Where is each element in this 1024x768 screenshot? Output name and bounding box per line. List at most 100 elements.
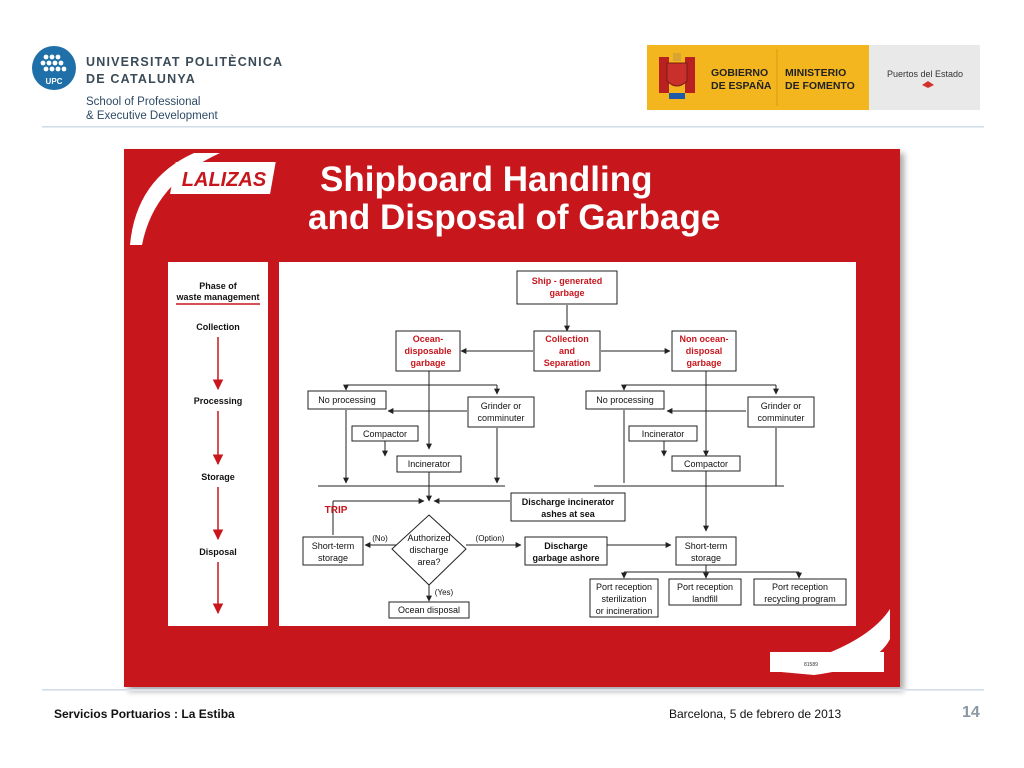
ministry-line1: MINISTERIO [785,67,846,79]
svg-text:or incineration: or incineration [596,606,653,616]
svg-text:81589: 81589 [804,662,818,668]
svg-text:Incinerator: Incinerator [408,459,451,469]
svg-text:Port reception: Port reception [772,582,828,592]
poster-title-line2: and Disposal of Garbage [308,198,720,237]
phase-processing: Processing [194,396,243,406]
node-ocean-disposable: Ocean- disposable garbage [395,330,461,372]
no-label: (No) [372,534,388,543]
school-line1: School of Professional [86,96,201,108]
page-number: 14 [962,704,980,721]
svg-text:Separation: Separation [544,358,591,368]
svg-text:comminuter: comminuter [477,413,524,423]
node-incinerator-right: Incinerator [628,425,698,442]
node-port-reception-sterilization: Port reception sterilization or incinera… [589,578,659,618]
phases-heading-line2: waste management [175,292,259,302]
node-ocean-disposal: Ocean disposal [388,601,470,619]
node-compactor-right: Compactor [671,455,741,472]
ports-logo-icon [922,81,934,88]
brand-text: LALIZAS [182,169,267,191]
upc-logo: UPC [32,46,76,90]
phases-heading-line1: Phase of [199,281,238,291]
node-short-term-storage-right: Short-term storage [675,536,737,566]
node-short-term-storage-left: Short-term storage [302,536,364,566]
upc-logo-text: UPC [46,77,63,86]
footer-date: Barcelona, 5 de febrero de 2013 [669,707,842,721]
svg-text:garbage: garbage [410,358,445,368]
svg-text:Grinder or: Grinder or [481,401,522,411]
svg-text:Port reception: Port reception [596,582,652,592]
svg-text:Compactor: Compactor [363,429,407,439]
poster-code-tag: 81589 [770,652,884,672]
option-label: (Option) [476,534,505,543]
ministry-line2: DE FOMENTO [785,80,855,92]
footer-title: Servicios Portuarios : La Estiba [54,707,235,721]
footer-divider [42,689,984,691]
flow-nodes: Ship - generated garbage Collection and … [302,270,847,619]
gov-line2: DE ESPAÑA [711,79,772,92]
university-line1: UNIVERSITAT POLITÈCNICA [86,55,284,69]
svg-text:Ocean-: Ocean- [413,334,444,344]
svg-text:area?: area? [417,557,440,567]
svg-text:disposable: disposable [404,346,451,356]
svg-text:garbage: garbage [686,358,721,368]
school-name: School of Professional & Executive Devel… [86,95,218,123]
node-authorized-discharge-area: Authorized discharge area? [391,514,467,586]
svg-text:Grinder or: Grinder or [761,401,802,411]
svg-text:sterilization: sterilization [601,594,646,604]
upc-logo-icon: UPC [40,54,67,86]
node-no-processing-right: No processing [585,390,665,410]
svg-text:ashes at sea: ashes at sea [541,509,596,519]
node-port-reception-landfill: Port reception landfill [668,578,742,606]
gov-line1: GOBIERNO [711,67,768,79]
node-grinder-right: Grinder or comminuter [747,396,815,428]
node-non-ocean-disposal: Non ocean- disposal garbage [671,330,737,372]
node-incinerator-left: Incinerator [396,455,462,473]
svg-text:disposal: disposal [686,346,723,356]
phase-collection: Collection [196,322,240,332]
header-divider [42,126,984,128]
node-port-reception-recycling: Port reception recycling program [753,578,847,606]
svg-text:Incinerator: Incinerator [642,429,685,439]
yes-label: (Yes) [435,588,454,597]
svg-text:comminuter: comminuter [757,413,804,423]
node-discharge-garbage-ashore: Discharge garbage ashore [524,536,608,566]
phases-panel: Phase of waste management Collection Pro… [168,262,268,626]
svg-text:No processing: No processing [318,395,376,405]
svg-text:Discharge: Discharge [544,541,588,551]
svg-text:Port reception: Port reception [677,582,733,592]
svg-text:Discharge incinerator: Discharge incinerator [522,497,615,507]
node-no-processing-left: No processing [307,390,387,410]
university-name: UNIVERSITAT POLITÈCNICA DE CATALUNYA [86,54,283,88]
trip-label: TRIP [325,505,348,516]
svg-text:Compactor: Compactor [684,459,728,469]
svg-text:storage: storage [318,553,348,563]
svg-text:and: and [559,346,575,356]
coat-of-arms-icon [659,53,695,99]
svg-text:recycling program: recycling program [764,594,836,604]
school-line2: & Executive Development [86,110,218,122]
svg-text:Short-term: Short-term [312,541,355,551]
node-discharge-incinerator-ashes: Discharge incinerator ashes at sea [510,492,626,522]
node-grinder-left: Grinder or comminuter [467,396,535,428]
university-line2: DE CATALUNYA [86,72,197,86]
phase-storage: Storage [201,472,235,482]
svg-text:landfill: landfill [692,594,718,604]
ports-label: Puertos del Estado [887,69,963,79]
lalizas-logo: LALIZAS [170,162,276,194]
government-banner: GOBIERNO DE ESPAÑA MINISTERIO DE FOMENTO… [647,45,980,110]
svg-text:Authorized: Authorized [407,533,450,543]
node-collection-separation: Collection and Separation [533,330,601,372]
svg-text:Ocean disposal: Ocean disposal [398,605,460,615]
poster-title-line1: Shipboard Handling [320,160,652,199]
svg-text:storage: storage [691,553,721,563]
flow-connectors [318,305,802,602]
node-ship-garbage: Ship - generated garbage [516,270,618,305]
svg-text:Ship - generated: Ship - generated [532,276,603,286]
svg-text:garbage ashore: garbage ashore [532,553,599,563]
node-compactor-left: Compactor [351,425,419,442]
poster: LALIZAS Shipboard Handling and Disposal … [124,149,900,687]
phase-disposal: Disposal [199,547,237,557]
svg-text:Short-term: Short-term [685,541,728,551]
svg-text:No processing: No processing [596,395,654,405]
svg-text:garbage: garbage [549,288,584,298]
